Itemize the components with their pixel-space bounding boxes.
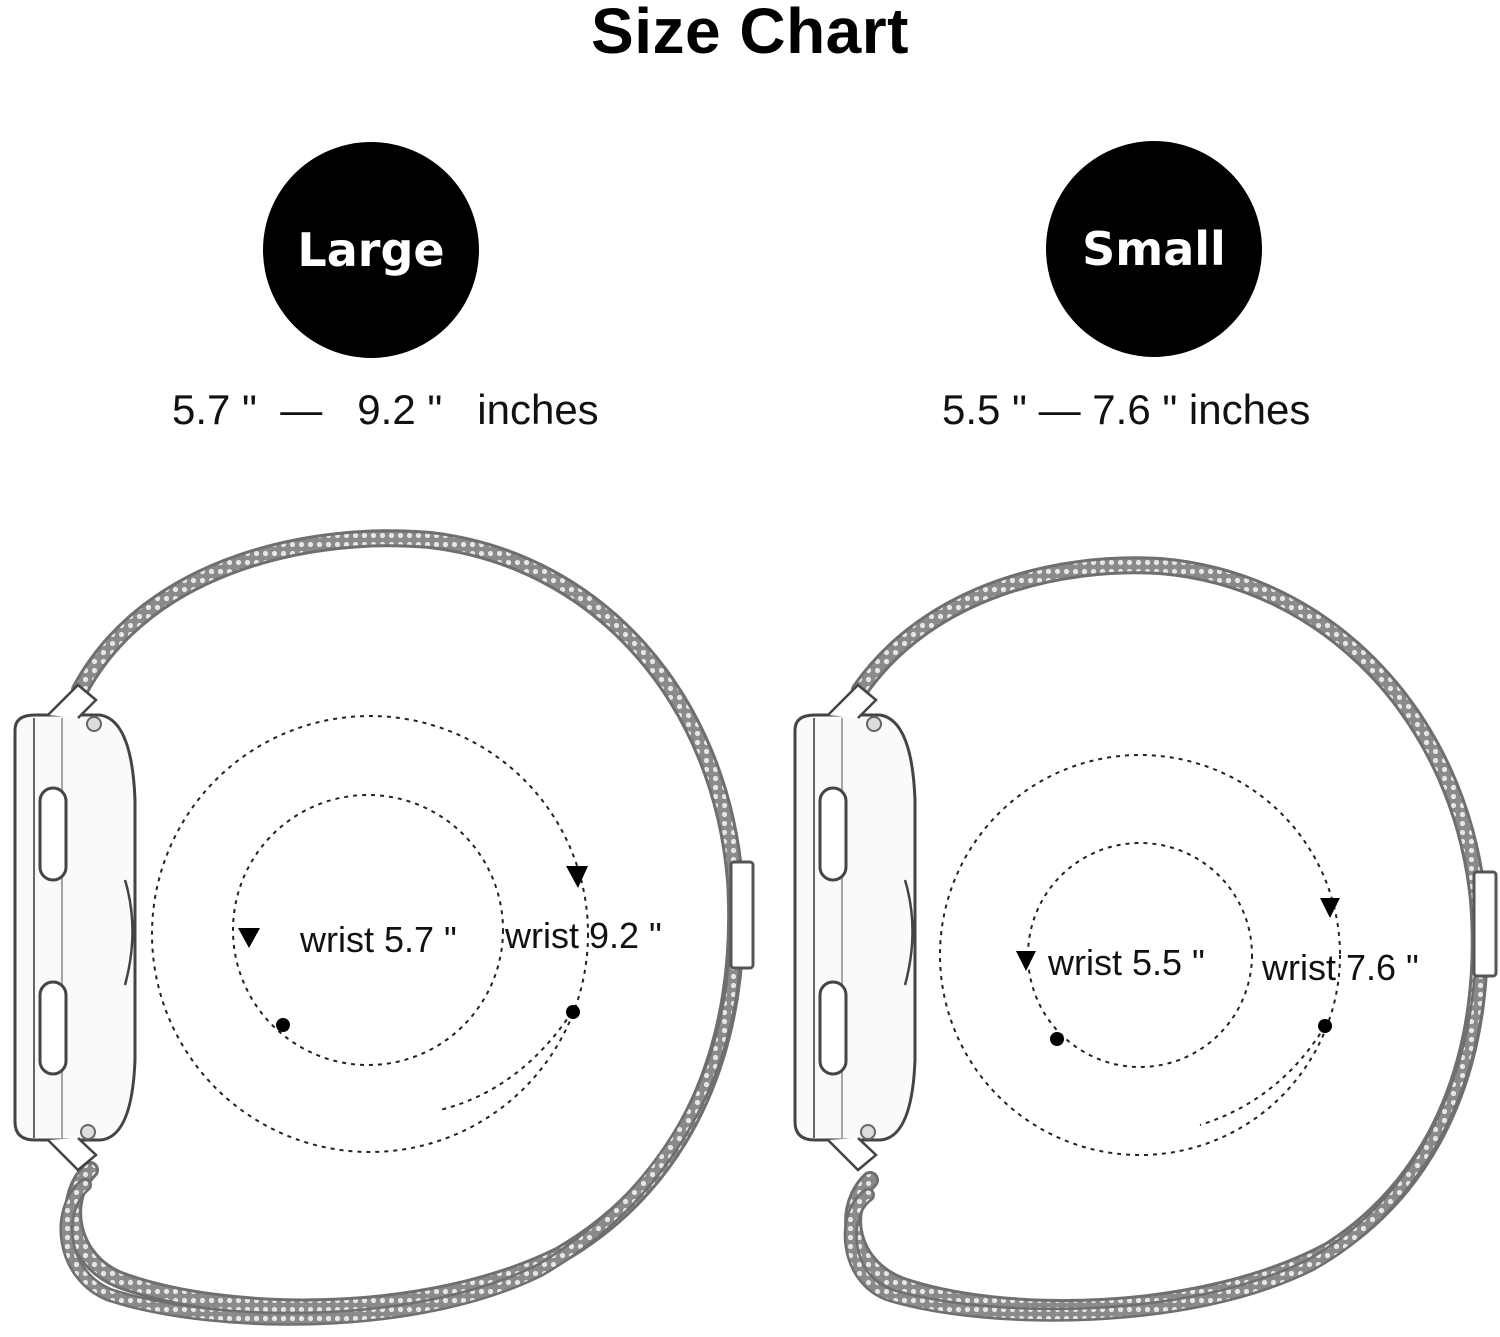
small-band-illustration: wrist 5.5 " wrist 7.6 " <box>793 556 1498 1322</box>
watch-case <box>793 683 917 1172</box>
start-dot-outer <box>1318 1019 1332 1033</box>
size-range-small: 5.5 " — 7.6 " inches <box>942 386 1311 433</box>
size-badge-label: Small <box>1082 222 1226 276</box>
inner-guide-circle <box>232 794 504 1066</box>
size-badge-small: Small <box>1046 141 1262 357</box>
arrow-head-outer <box>566 866 588 888</box>
mesh-band-inner-strand <box>59 943 742 1326</box>
size-range-large: 5.7 " — 9.2 " inches <box>172 386 599 433</box>
watch-button-bottom <box>818 980 848 1076</box>
wrist-outer-label: wrist 7.6 " <box>1261 947 1419 988</box>
arrow-head-inner <box>1016 951 1036 971</box>
watch-button-top <box>818 786 848 882</box>
outer-guide-circle <box>939 754 1341 1156</box>
start-dot-inner <box>276 1018 290 1032</box>
clasp <box>1472 870 1498 978</box>
watch-button-bottom <box>38 980 68 1076</box>
start-dot-outer <box>566 1005 580 1019</box>
large-band-illustration: wrist 5.7 " wrist 9.2 " <box>13 529 755 1326</box>
arrow-outer <box>1199 1025 1326 1126</box>
wrist-outer-label: wrist 9.2 " <box>504 915 662 956</box>
arrow-head-outer <box>1320 898 1340 918</box>
mesh-band-inner-strand <box>843 973 1487 1322</box>
page-title: Size Chart <box>591 0 909 67</box>
size-badge-label: Large <box>297 223 445 277</box>
arrow-head-inner <box>238 928 260 948</box>
start-dot-inner <box>1050 1032 1064 1046</box>
size-badge-large: Large <box>263 142 479 358</box>
watch-button-top <box>38 786 68 882</box>
outer-guide-circle <box>151 715 589 1153</box>
clasp <box>729 860 755 970</box>
wrist-inner-label: wrist 5.7 " <box>299 919 457 960</box>
arrow-outer <box>439 1011 573 1111</box>
wrist-inner-label: wrist 5.5 " <box>1047 942 1205 983</box>
watch-case <box>13 683 137 1172</box>
